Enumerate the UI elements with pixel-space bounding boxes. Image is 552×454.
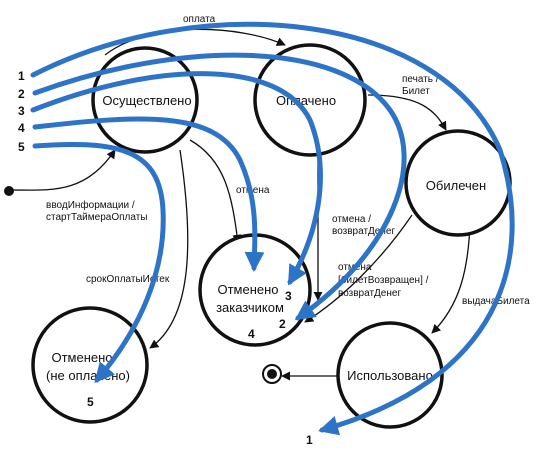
state-cancelled-unpaid: Отменено (не оплачено)	[31, 306, 149, 424]
transition-cancel-refund-label-2: возвратДенег	[332, 226, 395, 237]
path-end-label-4: 4	[248, 327, 255, 341]
state-cancelled-by-customer: Отменено заказчиком	[198, 233, 312, 347]
state-cancelled-customer-line1: Отменено	[217, 282, 278, 297]
transition-cancel-label: отмена	[236, 185, 270, 196]
transition-timeout-line	[149, 149, 189, 349]
state-used: Использовано	[336, 321, 444, 429]
final-state-icon	[262, 364, 282, 384]
state-cancelled-customer-line2: заказчиком	[216, 300, 284, 315]
transition-initial-line	[9, 149, 116, 191]
state-cancelled-unpaid-line2: (не оплачено)	[46, 368, 130, 383]
path-start-label-3: 3	[18, 104, 25, 118]
initial-state-dot	[4, 186, 14, 196]
path-start-label-4: 4	[18, 121, 25, 135]
path-start-label-2: 2	[18, 87, 25, 101]
transition-print-label-2: Билет	[402, 86, 430, 97]
state-implemented-label: Осуществлено	[102, 93, 191, 108]
transition-cancel-line	[189, 139, 242, 244]
path-start-label-1: 1	[18, 69, 25, 83]
transition-cancel-ticket-line	[304, 214, 413, 323]
blue-path-1	[30, 21, 515, 436]
state-used-label: Использовано	[347, 368, 433, 383]
transition-print-label-1: печать /	[402, 74, 439, 85]
state-ticketed: Обилечен	[404, 129, 512, 237]
path-end-label-5: 5	[87, 395, 94, 409]
transition-payment-label: оплата	[183, 14, 216, 25]
path-start-labels: 1 2 3 4 5	[18, 69, 25, 154]
state-ticketed-label: Обилечен	[426, 178, 486, 193]
blue-path-4	[32, 116, 265, 272]
transition-timeout-label: срокОплатыИстек	[86, 274, 170, 285]
transition-cancel-ticket-label-2: [билетВозвращен] /	[338, 274, 429, 286]
blue-path-2	[32, 52, 407, 321]
transition-print-line	[367, 94, 447, 131]
path-start-label-5: 5	[18, 140, 25, 154]
transition-cancel-ticket-label-3: возвратДенег	[338, 288, 401, 299]
blue-path-5	[32, 142, 166, 384]
transition-initial-label-2: стартТаймераОплаты	[46, 212, 147, 223]
transition-issue-line	[431, 224, 471, 334]
path-end-labels: 1 2 3 4 5	[87, 289, 313, 447]
path-end-label-2: 2	[279, 317, 286, 331]
state-cancelled-unpaid-line1: Отменено	[51, 350, 112, 365]
transition-cancel-refund-label-1: отмена /	[332, 214, 371, 225]
highlighted-paths	[30, 21, 515, 436]
transition-initial-label-1: вводИнформации /	[46, 199, 135, 211]
path-end-label-3: 3	[285, 289, 292, 303]
blue-path-3	[30, 71, 323, 286]
path-end-label-1: 1	[306, 433, 313, 447]
